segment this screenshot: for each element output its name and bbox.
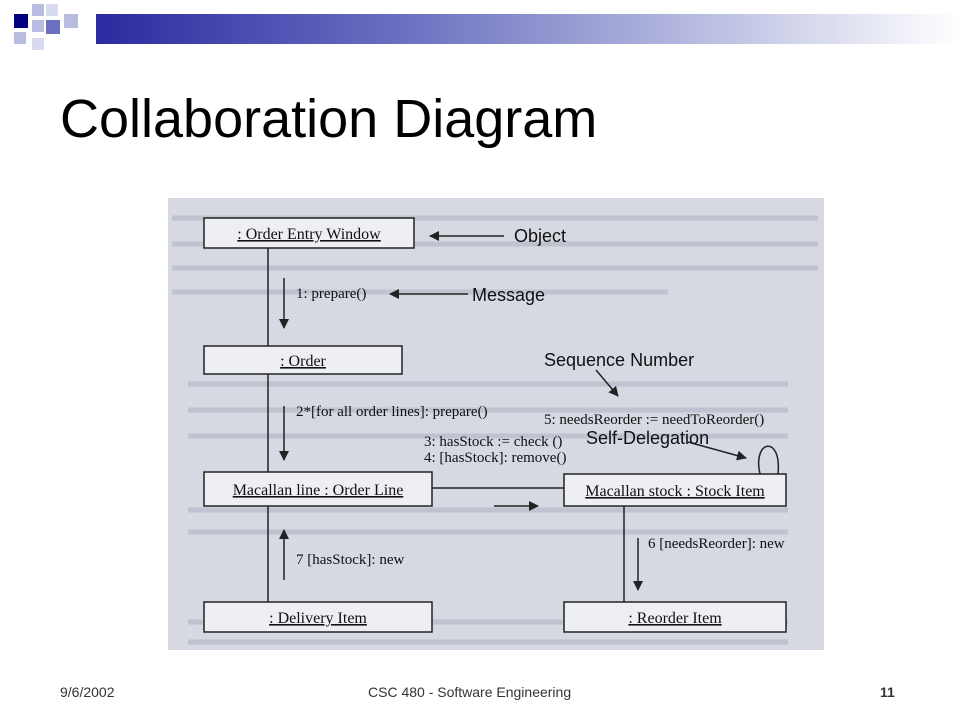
slide-course: CSC 480 - Software Engineering (368, 684, 572, 700)
callout-message: Message (472, 285, 545, 305)
message-label-4: 4: [hasStock]: remove() (424, 450, 566, 466)
object-label: Macallan line : Order Line (233, 482, 404, 499)
callout-self-delegation: Self-Delegation (586, 428, 709, 448)
diagram-background (168, 198, 824, 650)
links (267, 248, 780, 602)
decor-square (32, 20, 44, 32)
object-order-entry-window: : Order Entry Window (203, 217, 415, 249)
object-delivery-item: : Delivery Item (203, 601, 433, 633)
slide-date: 9/6/2002 (60, 684, 115, 700)
message-label-2: 2*[for all order lines]: prepare() (296, 404, 488, 420)
object-macallan-stock: Macallan stock : Stock Item (563, 473, 787, 507)
message-label-5: 5: needsReorder := needToReorder() (544, 412, 764, 428)
decor-square (14, 32, 26, 44)
object-label: : Order Entry Window (237, 226, 381, 243)
decor-square (64, 14, 78, 28)
slide-header-decoration (0, 0, 960, 60)
object-label: : Reorder Item (628, 610, 722, 627)
object-macallan-line: Macallan line : Order Line (203, 471, 433, 507)
message-label-7: 7 [hasStock]: new (296, 552, 404, 568)
callout-sequence-number: Sequence Number (544, 350, 694, 370)
message-label-3: 3: hasStock := check () (424, 434, 562, 450)
header-gradient-bar (96, 14, 960, 44)
decor-square (46, 4, 58, 16)
callout-arrows (389, 231, 747, 461)
object-label: : Order (280, 353, 326, 370)
object-reorder-item: : Reorder Item (563, 601, 787, 633)
collaboration-diagram: : Order Entry Window : Order Macallan li… (168, 198, 824, 650)
callout-object: Object (514, 226, 566, 246)
slide-page-number: 11 (880, 684, 895, 700)
object-order: : Order (203, 345, 403, 375)
message-label-1: 1: prepare() (296, 286, 366, 302)
object-label: Macallan stock : Stock Item (585, 483, 765, 500)
decor-square (14, 14, 28, 28)
message-label-6: 6 [needsReorder]: new (648, 536, 785, 552)
decor-square (46, 20, 60, 34)
decor-square (32, 38, 44, 50)
slide-title: Collaboration Diagram (60, 89, 598, 149)
message-arrows (279, 278, 643, 591)
decor-square (32, 4, 44, 16)
object-label: : Delivery Item (269, 610, 367, 627)
